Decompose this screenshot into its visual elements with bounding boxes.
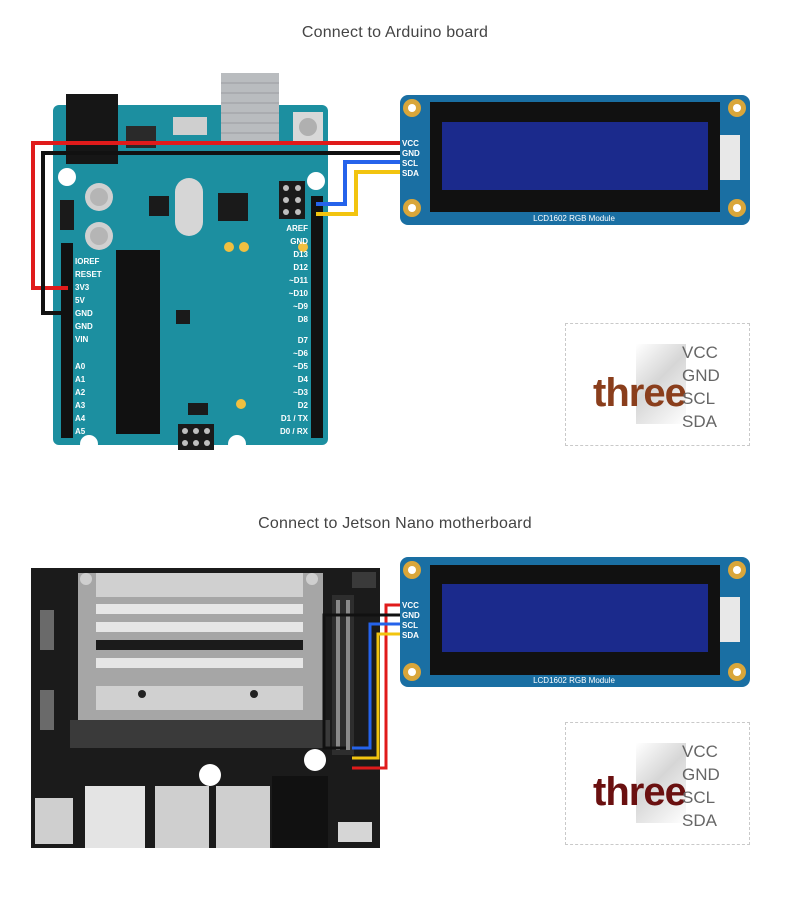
pin-label-aref: AREF (286, 224, 308, 233)
legend-top-scl: SCL (682, 389, 716, 408)
lcd-screen-top (442, 122, 708, 190)
jetson-scl-wire (352, 622, 402, 750)
jetson-gpio-header (332, 595, 354, 755)
jetson-dc-jack (35, 798, 73, 844)
pin-label-gnd-1: GND (75, 309, 93, 318)
usb-port (221, 73, 279, 143)
pin-label-reset: RESET (75, 270, 102, 279)
arduino-board: IOREF RESET 3V3 5V GND GND VIN A0 A1 A2 … (53, 73, 328, 453)
pin-label-d13: D13 (293, 250, 308, 259)
pin-label-d8: D8 (298, 315, 309, 324)
pin-label-d12: D12 (293, 263, 308, 272)
legend-bottom-scl: SCL (682, 788, 716, 807)
jetson-board (31, 568, 380, 848)
pin-label-a4: A4 (75, 414, 86, 423)
lcd-bottom-module-label: LCD1602 RGB Module (533, 676, 615, 685)
legend-top-sda: SDA (682, 412, 717, 431)
pin-label-a0: A0 (75, 362, 86, 371)
lcd-bottom-pin-vcc: VCC (402, 601, 419, 610)
pin-label-d7: D7 (298, 336, 309, 345)
arduino-scl-wire (316, 160, 402, 206)
legend-word-top: three (593, 371, 687, 415)
lcd-module-top: VCC GND SCL SDA LCD1602 RGB Module (400, 95, 750, 225)
pin-label-a1: A1 (75, 375, 86, 384)
pin-label-3v3: 3V3 (75, 283, 90, 292)
jetson-sda-wire (352, 632, 402, 760)
legend-box-bottom: three VCC GND SCL SDA (565, 722, 750, 845)
pin-label-a5: A5 (75, 427, 86, 436)
pin-label-a3: A3 (75, 401, 86, 410)
pin-label-vin: VIN (75, 335, 89, 344)
pin-label-a2: A2 (75, 388, 86, 397)
jetson-wires (322, 603, 402, 770)
legend-word-bottom: three (593, 770, 687, 814)
lcd-bottom-pin-gnd: GND (402, 611, 420, 620)
arduino-vcc-wire (31, 141, 402, 290)
legend-bottom-sda: SDA (682, 811, 717, 830)
pin-label-d5: ~D5 (293, 362, 308, 371)
lcd-top-module-label: LCD1602 RGB Module (533, 214, 615, 223)
pin-label-d6: ~D6 (293, 349, 308, 358)
legend-pins-bottom: VCC GND SCL SDA (682, 740, 720, 832)
jetson-micro-usb (338, 822, 372, 842)
pin-label-d0: D0 / RX (280, 427, 309, 436)
jetson-hdmi-port (85, 786, 145, 848)
jetson-vcc-wire (352, 603, 402, 770)
legend-cable-graphic-bottom (636, 743, 686, 823)
arduino-sda-wire (316, 170, 402, 216)
legend-bottom-vcc: VCC (682, 742, 718, 761)
lcd-bottom-pin-scl: SCL (402, 621, 418, 630)
pin-label-d10: ~D10 (289, 289, 309, 298)
pin-label-d4: D4 (298, 375, 309, 384)
atmega-chip (116, 250, 160, 434)
gpio-pins (336, 600, 350, 750)
lcd-top-pin-vcc: VCC (402, 139, 419, 148)
pin-label-5v: 5V (75, 296, 85, 305)
lcd-top-pin-gnd: GND (402, 149, 420, 158)
arduino-wires (31, 141, 402, 315)
legend-pins-top: VCC GND SCL SDA (682, 341, 720, 433)
lcd-module-bottom: VCC GND SCL SDA LCD1602 RGB Module (400, 557, 750, 687)
lcd-bottom-pin-sda: SDA (402, 631, 419, 640)
jetson-usb-port-1 (155, 786, 209, 848)
arduino-section-title: Connect to Arduino board (301, 24, 489, 41)
left-pin-header (61, 243, 73, 438)
pin-label-d3: ~D3 (293, 388, 308, 397)
right-pin-header (311, 196, 323, 438)
arduino-gnd-wire (41, 151, 402, 315)
pin-label-d2: D2 (298, 401, 309, 410)
pin-label-d11: ~D11 (289, 276, 308, 285)
lcd-top-pin-scl: SCL (402, 159, 418, 168)
jetson-usb-port-2 (216, 786, 270, 848)
jetson-ethernet-port (272, 776, 328, 848)
pin-label-gnd-2: GND (75, 322, 93, 331)
pin-label-d1: D1 / TX (281, 414, 309, 423)
pin-label-ioref: IOREF (75, 257, 100, 266)
legend-top-gnd: GND (682, 366, 720, 385)
lcd-screen-bottom (442, 584, 708, 652)
lcd-top-pin-sda: SDA (402, 169, 419, 178)
legend-top-vcc: VCC (682, 343, 718, 362)
jetson-section-title: Connect to Jetson Nano motherboard (258, 515, 532, 532)
legend-cable-graphic-top (636, 344, 686, 424)
pin-label-gnd-r: GND (290, 237, 308, 246)
pin-label-d9: ~D9 (293, 302, 308, 311)
jetson-gnd-wire (322, 613, 402, 750)
legend-box-top: three VCC GND SCL SDA (565, 323, 750, 446)
legend-bottom-gnd: GND (682, 765, 720, 784)
